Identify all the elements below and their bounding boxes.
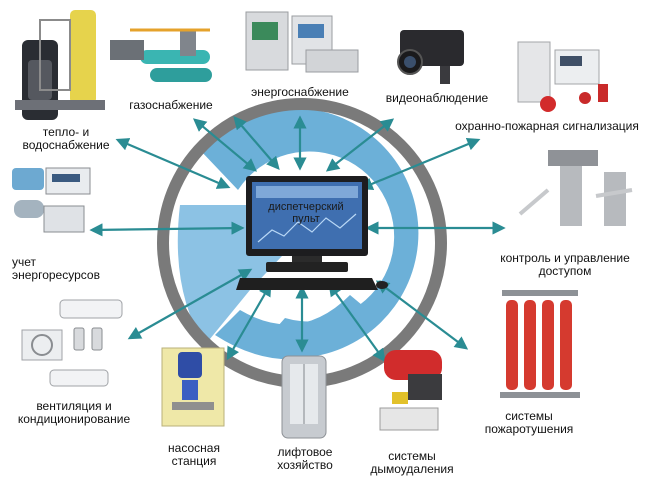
- center-label-line-1: диспетчерский: [268, 201, 344, 213]
- dispatch-console-label: диспетчерский пульт: [250, 201, 362, 225]
- label-energy-meter: учет энергоресурсов: [12, 256, 122, 282]
- arrow-fire-alarm: [359, 137, 481, 191]
- air-conditioner-icon: [21, 299, 123, 387]
- label-fire-alarm: охранно-пожарная сигнализация: [448, 120, 646, 133]
- gas-equipment-icon: [110, 28, 212, 82]
- label-pump: насосная станция: [160, 442, 228, 468]
- fire-cylinders-icon: [500, 290, 580, 398]
- label-fire-alarm-line-1: охранно-пожарная сигнализация: [455, 119, 639, 133]
- pump-station-icon: [161, 347, 225, 427]
- alarm-panel-icon: [517, 41, 608, 112]
- electrical-panels-icon: [245, 11, 359, 73]
- label-access: контроль и управление доступом: [490, 252, 640, 278]
- arrow-extinguish: [375, 280, 469, 350]
- screen-graph: [257, 213, 357, 243]
- label-pump-line-1: насосная: [168, 441, 220, 455]
- label-power: энергоснабжение: [245, 86, 355, 99]
- turnstile-icon: [518, 150, 633, 226]
- arrow-power: [233, 115, 280, 171]
- dispatch-computer-icon: [236, 176, 388, 290]
- label-smoke-line-2: дымоудаления: [370, 462, 454, 476]
- arrow-pump: [226, 282, 272, 361]
- label-extinguish: системы пожаротушения: [474, 410, 584, 436]
- label-heat-water: тепло- и водоснабжение: [10, 126, 122, 152]
- center-label-line-2: пульт: [292, 213, 320, 225]
- arrow-smoke: [328, 282, 386, 363]
- label-hvac-line-2: кондиционирование: [17, 412, 131, 426]
- label-hvac-line-1: вентиляция и: [36, 399, 112, 413]
- label-elevator-line-1: лифтовое: [277, 445, 333, 459]
- label-access-line-2: доступом: [538, 264, 592, 278]
- label-pump-line-2: станция: [171, 454, 217, 468]
- label-access-line-1: контроль и управление: [500, 251, 630, 265]
- label-extinguish-line-1: системы: [505, 409, 553, 423]
- screen-window: [256, 186, 358, 198]
- mouse: [376, 281, 388, 289]
- label-smoke: системы дымоудаления: [364, 450, 460, 476]
- arrow-heat-water: [115, 138, 231, 189]
- elevator-icon: [281, 355, 327, 439]
- label-energy-meter-line-2: энергоресурсов: [12, 268, 100, 282]
- boiler-tanks-icon: [15, 10, 105, 120]
- label-hvac: вентиляция и кондиционирование: [4, 400, 144, 426]
- label-energy-meter-line-1: учет: [12, 255, 37, 269]
- label-video: видеонаблюдение: [378, 92, 496, 105]
- label-smoke-line-1: системы: [388, 449, 436, 463]
- keyboard: [236, 278, 378, 290]
- label-elevator: лифтовое хозяйство: [266, 446, 344, 472]
- label-gas: газоснабжение: [118, 99, 224, 112]
- label-elevator-line-2: хозяйство: [277, 458, 333, 472]
- label-gas-line-1: газоснабжение: [129, 98, 213, 112]
- label-extinguish-line-2: пожаротушения: [484, 422, 574, 436]
- logo-lower-arc: [215, 295, 380, 360]
- cctv-camera-icon: [397, 30, 464, 84]
- arrows: [89, 115, 506, 363]
- label-heat-water-line-1: тепло- и: [42, 125, 90, 139]
- label-heat-water-line-2: водоснабжение: [22, 138, 110, 152]
- label-video-line-1: видеонаблюдение: [385, 91, 489, 105]
- label-power-line-1: энергоснабжение: [251, 85, 349, 99]
- meter-icon: [12, 167, 91, 233]
- arrow-hvac: [127, 268, 253, 340]
- arrow-energy-meter: [89, 221, 245, 237]
- smoke-exhaust-icon: [379, 350, 442, 431]
- monitor-base: [266, 262, 348, 272]
- monitor-stand: [292, 256, 322, 264]
